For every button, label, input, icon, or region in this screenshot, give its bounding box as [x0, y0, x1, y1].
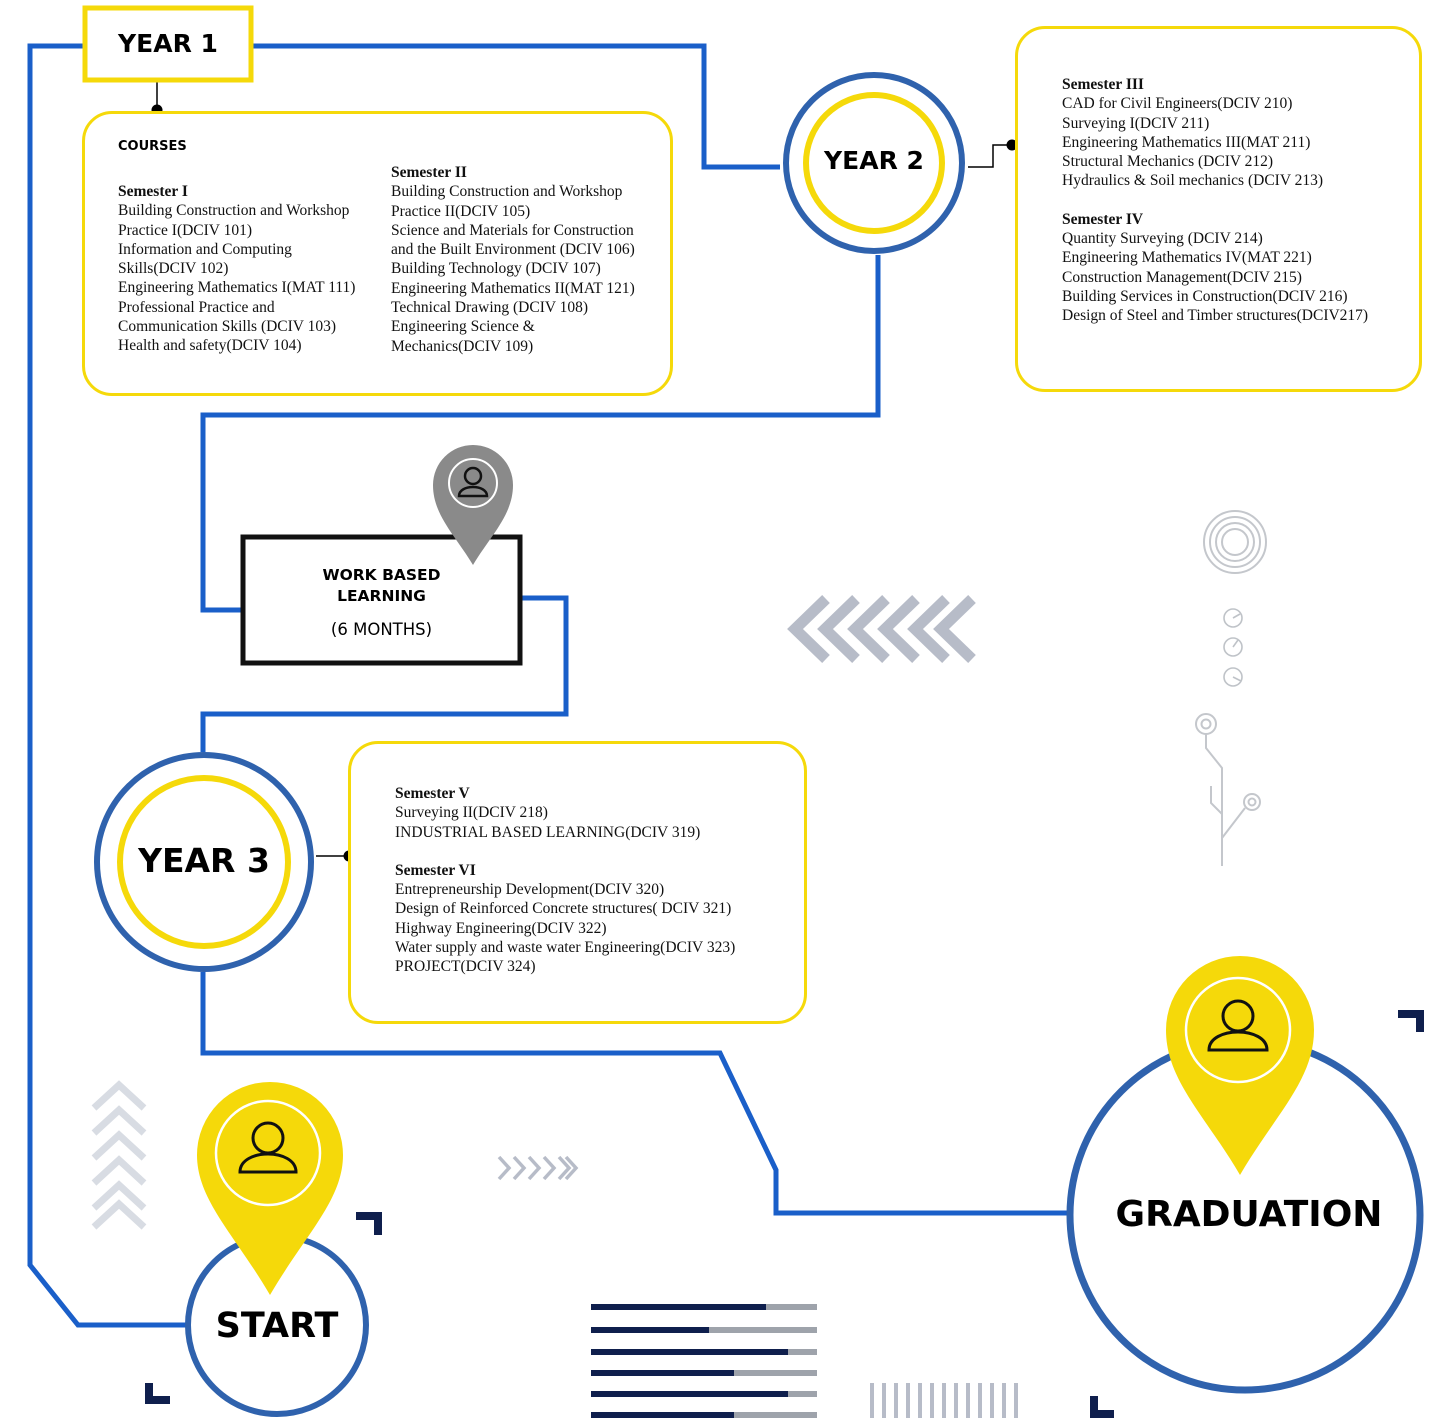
semester3-4-block: Semester III CAD for Civil Engineers(DCI…: [1062, 75, 1368, 326]
course-line: INDUSTRIAL BASED LEARNING(DCIV 319): [395, 823, 701, 841]
semester2-block: Semester II Building Construction and Wo…: [391, 163, 635, 356]
course-line: Skills(DCIV 102): [118, 260, 229, 278]
course-line: Engineering Mathematics IV(MAT 221): [1062, 249, 1312, 267]
semester5-6-block: Semester V Surveying II(DCIV 218) INDUST…: [395, 784, 735, 977]
location-pin-icon: [1166, 956, 1314, 1175]
course-line: Surveying II(DCIV 218): [395, 804, 548, 822]
year2-label: YEAR 2: [824, 146, 924, 175]
person-icon: [457, 466, 489, 498]
work-based-title-line2: LEARNING: [337, 587, 426, 605]
year1-label-box: [82, 5, 254, 83]
year3-label: YEAR 3: [138, 841, 270, 880]
year3-inner-ring: [117, 775, 291, 949]
ticks-decoration: [870, 1383, 1018, 1418]
course-line: Information and Computing: [118, 240, 292, 258]
semester-title: Semester VI: [395, 861, 476, 879]
course-line: Communication Skills (DCIV 103): [118, 318, 337, 336]
course-line: PROJECT(DCIV 324): [395, 958, 536, 976]
location-pin-icon: [197, 1082, 343, 1295]
course-line: Structural Mechanics (DCIV 212): [1062, 153, 1274, 171]
year2-courses-box: [1015, 26, 1422, 392]
person-icon: [238, 1121, 298, 1174]
course-line: Surveying I(DCIV 211): [1062, 114, 1210, 132]
work-based-duration: (6 MONTHS): [330, 620, 433, 639]
course-line: Engineering Mathematics I(MAT 111): [118, 279, 356, 297]
semester-title: Semester I: [118, 183, 188, 200]
semester-title: Semester IV: [1062, 210, 1144, 228]
graduation-label: GRADUATION: [1115, 1194, 1383, 1235]
location-pin-icon: [433, 445, 513, 565]
course-line: Highway Engineering(DCIV 322): [395, 919, 607, 937]
courses-heading: COURSES: [118, 139, 187, 154]
course-line: Health and safety(DCIV 104): [118, 337, 302, 355]
course-line: Design of Steel and Timber structures(DC…: [1062, 307, 1369, 325]
course-line: Science and Materials for Construction: [391, 221, 634, 239]
chevron-up-icon: [91, 1080, 147, 1230]
target-decoration: [1203, 510, 1267, 574]
course-line: Engineering Science &: [391, 318, 535, 336]
year1-courses-box: [82, 111, 673, 396]
course-line: Building Construction and Workshop: [391, 183, 623, 201]
course-line: and the Built Environment (DCIV 106): [391, 241, 635, 259]
course-line: Design of Reinforced Concrete structures…: [395, 900, 732, 918]
course-line: Engineering Mathematics III(MAT 211): [1062, 133, 1311, 151]
year2-inner-ring: [803, 92, 945, 234]
chevron-right-icon: [497, 1155, 579, 1181]
course-line: Technical Drawing (DCIV 108): [391, 299, 589, 317]
dial-decoration: [1223, 608, 1243, 687]
year1-label: YEAR 1: [118, 29, 218, 58]
year3-courses-box: [348, 741, 807, 1024]
course-line: Entrepreneurship Development(DCIV 320): [395, 881, 665, 899]
course-line: Engineering Mathematics II(MAT 121): [391, 279, 635, 297]
course-line: Water supply and waste water Engineering…: [395, 939, 736, 957]
start-label: START: [215, 1306, 339, 1346]
course-line: Quantity Surveying (DCIV 214): [1062, 230, 1263, 248]
course-line: Building Services in Construction(DCIV 2…: [1062, 287, 1348, 305]
connectors: [156, 81, 1012, 857]
course-line: Practice I(DCIV 101): [118, 221, 253, 239]
path-lines: [27, 43, 1070, 1328]
course-line: Mechanics(DCIV 109): [391, 337, 534, 355]
course-line: Building Construction and Workshop: [118, 202, 350, 220]
course-line: CAD for Civil Engineers(DCIV 210): [1062, 95, 1293, 113]
course-line: Hydraulics & Soil mechanics (DCIV 213): [1062, 172, 1324, 190]
semester-title: Semester III: [1062, 76, 1144, 93]
corner-bracket-decoration: [145, 1010, 1424, 1418]
course-line: Professional Practice and: [118, 298, 275, 316]
course-line: Building Technology (DCIV 107): [391, 260, 601, 278]
circuit-decoration: [1195, 713, 1261, 866]
course-line: Practice II(DCIV 105): [391, 202, 531, 220]
bars-decoration: [591, 1304, 817, 1418]
semester-title: Semester II: [391, 164, 467, 181]
semester-title: Semester V: [395, 785, 470, 802]
course-line: Construction Management(DCIV 215): [1062, 268, 1302, 286]
connector-dot: [1006, 139, 1018, 151]
work-based-title-line1: WORK BASED: [322, 566, 441, 584]
semester1-block: Semester I Building Construction and Wor…: [118, 182, 355, 356]
chevron-left-icon: [787, 595, 976, 663]
person-icon: [1207, 999, 1269, 1052]
